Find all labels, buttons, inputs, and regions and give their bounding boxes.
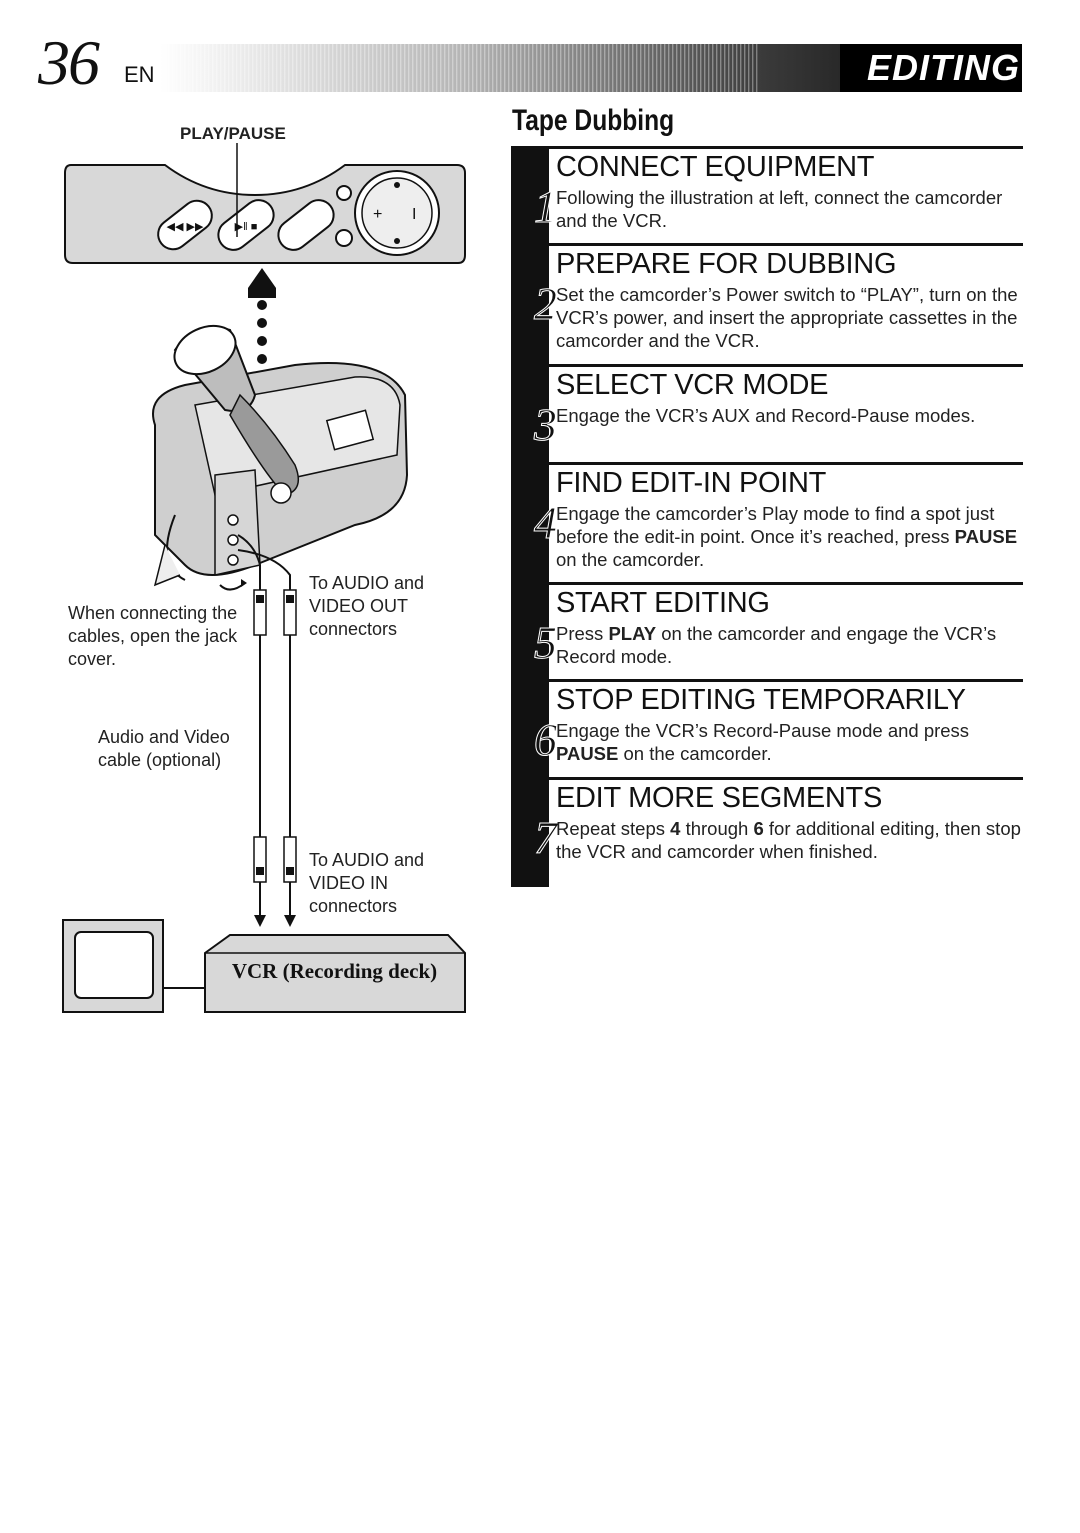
step-number: 4 xyxy=(534,497,558,548)
step-keyword: PAUSE xyxy=(954,526,1018,547)
cable-label: Audio and Video cable (optional) xyxy=(98,727,230,770)
step-title: EDIT MORE SEGMENTS xyxy=(556,782,882,814)
svg-text:+: + xyxy=(373,206,382,223)
in-connector-label: To AUDIO and VIDEO IN connectors xyxy=(309,850,425,916)
step-body: Following the illustration at left, conn… xyxy=(556,186,1026,232)
camcorder-control-panel: ◀◀ ▶▶ ▶‖ ■ + I xyxy=(64,143,466,264)
step-body: Engage the camcorder’s Play mode to find… xyxy=(556,502,1026,571)
step-title: SELECT VCR MODE xyxy=(556,369,829,401)
step-text: Engage the VCR’s AUX and Record-Pause mo… xyxy=(556,405,976,426)
step-divider xyxy=(549,582,1023,585)
audio-video-cable xyxy=(237,534,297,927)
section-title: EDITING xyxy=(866,47,1020,88)
step-text: on the camcorder. xyxy=(556,549,705,570)
step-title: CONNECT EQUIPMENT xyxy=(556,151,875,183)
page-number: 36 xyxy=(38,27,100,98)
step-text: on the camcorder and engage the VCR’s Re… xyxy=(556,623,997,667)
step-text: Engage the VCR’s Record-Pause mode and p… xyxy=(556,720,970,741)
header-gradient-bar xyxy=(160,44,1022,92)
page-heading: Tape Dubbing xyxy=(512,104,675,137)
jack-cover-note: When connecting the cables, open the jac… xyxy=(68,603,238,669)
page-language: EN xyxy=(124,62,155,87)
step-title: PREPARE FOR DUBBING xyxy=(556,248,897,280)
step-keyword: PAUSE xyxy=(556,743,619,764)
step-text: Press xyxy=(556,623,609,644)
step-number: 3 xyxy=(534,399,558,450)
step-number-bar xyxy=(511,146,549,887)
step-body: Repeat steps 4 through 6 for additional … xyxy=(556,817,1026,863)
out-connector-label: To AUDIO and VIDEO OUT connectors xyxy=(309,573,425,639)
television-illustration xyxy=(62,919,210,1013)
svg-text:◀◀ ▶▶: ◀◀ ▶▶ xyxy=(167,221,204,233)
vcr-illustration xyxy=(204,934,466,1013)
step-body: Engage the VCR’s Record-Pause mode and p… xyxy=(556,719,1026,765)
step-keyword: 6 xyxy=(753,818,764,839)
camcorder-illustration xyxy=(152,324,409,591)
step-title: START EDITING xyxy=(556,587,770,619)
step-text: Set the camcorder’s Power switch to “PLA… xyxy=(556,284,1018,351)
step-number: 6 xyxy=(534,714,558,765)
step-body: Set the camcorder’s Power switch to “PLA… xyxy=(556,283,1026,352)
step-body: Press PLAY on the camcorder and engage t… xyxy=(556,622,1026,668)
step-number: 1 xyxy=(534,181,558,232)
step-text: Repeat steps xyxy=(556,818,671,839)
step-title: STOP EDITING TEMPORARILY xyxy=(556,684,966,716)
step-keyword: PLAY xyxy=(608,623,657,644)
step-number: 7 xyxy=(534,812,558,863)
vcr-label: VCR (Recording deck) xyxy=(231,959,438,983)
step-divider xyxy=(549,364,1023,367)
step-text: Following the illustration at left, conn… xyxy=(556,187,1003,231)
step-text: on the camcorder. xyxy=(618,743,772,764)
step-body: Engage the VCR’s AUX and Record-Pause mo… xyxy=(556,404,1026,427)
step-divider xyxy=(549,462,1023,465)
step-number: 5 xyxy=(534,617,558,668)
play-pause-label: PLAY/PAUSE xyxy=(180,124,286,143)
step-text: through xyxy=(680,818,754,839)
skip-buttons: ◀◀ ▶▶ xyxy=(157,199,213,251)
dubbing-connection-diagram: ◀◀ ▶▶ ▶‖ ■ + I xyxy=(62,143,466,1013)
panel-location-indicator xyxy=(248,268,276,364)
step-keyword: 4 xyxy=(670,818,681,839)
step-divider xyxy=(549,679,1023,682)
step-title: FIND EDIT-IN POINT xyxy=(556,467,827,499)
step-divider xyxy=(549,243,1023,246)
step-text: Engage the camcorder’s Play mode to find… xyxy=(556,503,995,547)
step-divider xyxy=(549,777,1023,780)
step-number: 2 xyxy=(534,278,558,329)
step-divider xyxy=(549,146,1023,149)
step-text: for additional editing, then stop the VC… xyxy=(556,818,1021,862)
svg-text:I: I xyxy=(412,206,416,223)
svg-text:▶‖ ■: ▶‖ ■ xyxy=(235,221,258,233)
